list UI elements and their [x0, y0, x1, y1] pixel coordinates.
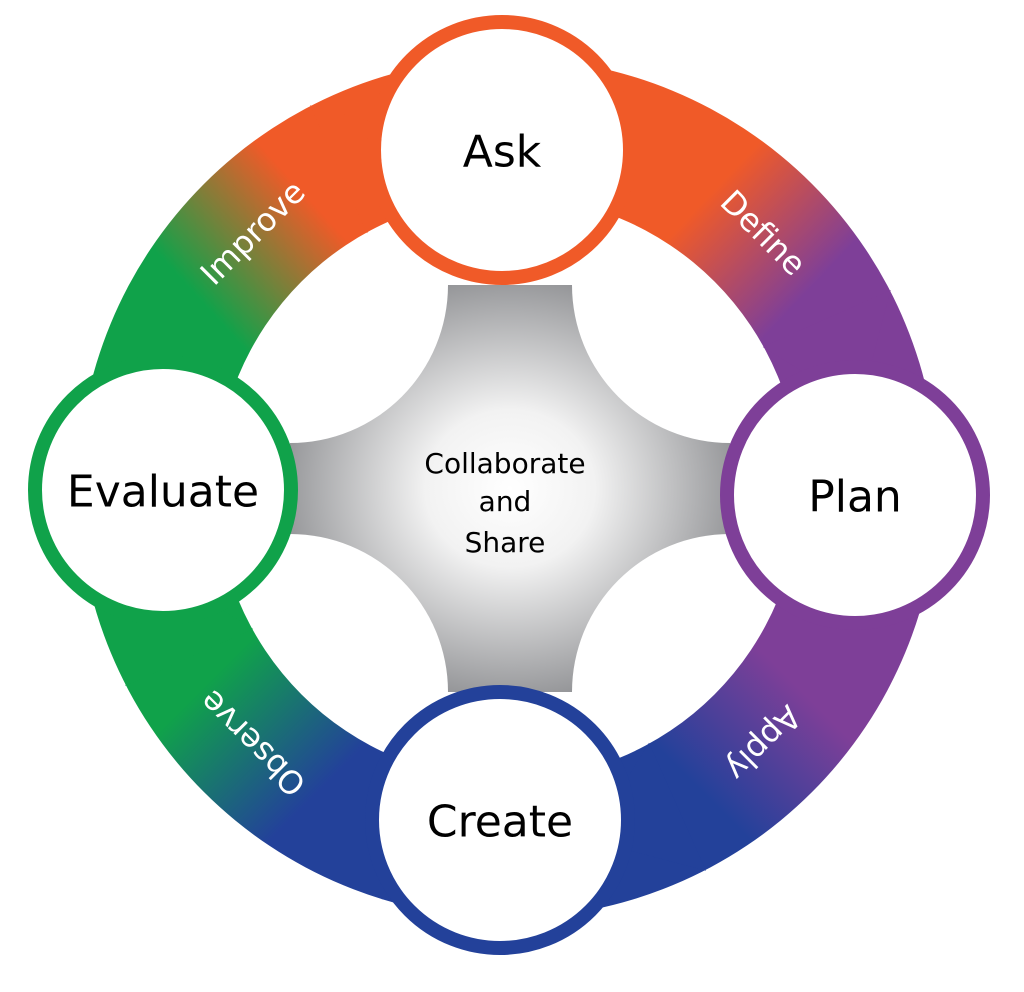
node-ask: Ask	[367, 15, 637, 285]
node-plan-label: Plan	[808, 472, 902, 523]
center-hub	[290, 285, 730, 692]
node-evaluate: Evaluate	[28, 355, 298, 625]
center-label-line-2: and	[479, 485, 532, 518]
node-evaluate-circle	[28, 355, 298, 625]
center-label: Collaborate and Share	[424, 447, 585, 559]
node-create-label: Create	[427, 797, 573, 848]
node-ask-circle	[367, 15, 637, 285]
center-label-line-3: Share	[465, 526, 546, 559]
center-hub-shape	[290, 285, 730, 692]
node-evaluate-label: Evaluate	[67, 467, 259, 518]
node-plan-circle	[720, 360, 990, 630]
node-create-circle	[365, 685, 635, 955]
center-label-line-1: Collaborate	[424, 447, 585, 480]
node-ask-label: Ask	[463, 127, 542, 178]
node-plan: Plan	[720, 360, 990, 630]
node-create: Create	[365, 685, 635, 955]
